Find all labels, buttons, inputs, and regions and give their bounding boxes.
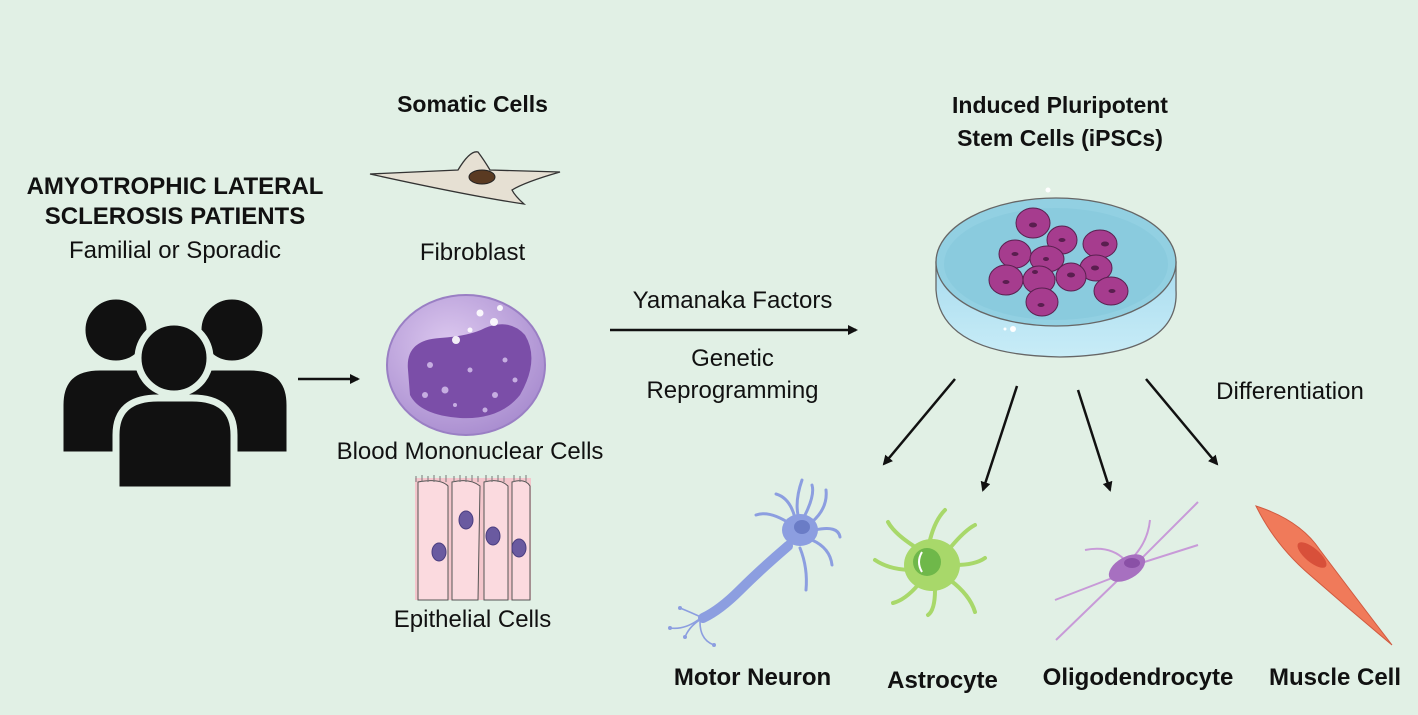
arrow-to-muscle-cell bbox=[1145, 378, 1219, 466]
oligodendrocyte-label: Oligodendrocyte bbox=[1042, 664, 1234, 691]
genetic-label: Genetic bbox=[691, 345, 774, 372]
muscle-cell-icon bbox=[1255, 505, 1393, 646]
fibroblast-label: Fibroblast bbox=[419, 239, 526, 266]
oligodendrocyte-icon bbox=[1054, 501, 1199, 641]
differentiation-label: Differentiation bbox=[1216, 378, 1364, 405]
epithelial-label: Epithelial Cells bbox=[393, 606, 552, 633]
ipsc-heading-line2: Stem Cells (iPSCs) bbox=[957, 125, 1163, 151]
blood-mononuclear-cell-icon bbox=[386, 294, 546, 436]
patients-subtitle: Familial or Sporadic bbox=[68, 237, 282, 264]
arrow-to-astrocyte bbox=[980, 385, 1019, 492]
petri-dish-icon bbox=[935, 187, 1177, 358]
patients-title-line2: SCLEROSIS PATIENTS bbox=[44, 203, 306, 230]
reprogramming-label: Reprogramming bbox=[646, 377, 819, 404]
yamanaka-factors-label: Yamanaka Factors bbox=[632, 287, 833, 314]
patients-title-line1: AMYOTROPHIC LATERAL bbox=[26, 173, 324, 200]
ipsc-heading-line1: Induced Pluripotent bbox=[952, 92, 1168, 118]
motor-neuron-icon bbox=[668, 478, 842, 647]
arrow-to-motor-neuron bbox=[882, 378, 956, 466]
fibroblast-icon bbox=[369, 151, 561, 205]
astrocyte-icon bbox=[873, 508, 987, 617]
astrocyte-label: Astrocyte bbox=[887, 667, 998, 694]
differentiation-arrows bbox=[882, 378, 1219, 492]
somatic-cells-heading: Somatic Cells bbox=[397, 91, 548, 117]
blood-mononuclear-label: Blood Mononuclear Cells bbox=[336, 438, 604, 465]
motor-neuron-label: Motor Neuron bbox=[673, 664, 832, 691]
arrow-to-oligodendrocyte bbox=[1076, 389, 1113, 492]
muscle-cell-label: Muscle Cell bbox=[1268, 664, 1402, 691]
epithelial-cells-icon bbox=[415, 475, 531, 601]
people-group-icon bbox=[56, 292, 294, 494]
